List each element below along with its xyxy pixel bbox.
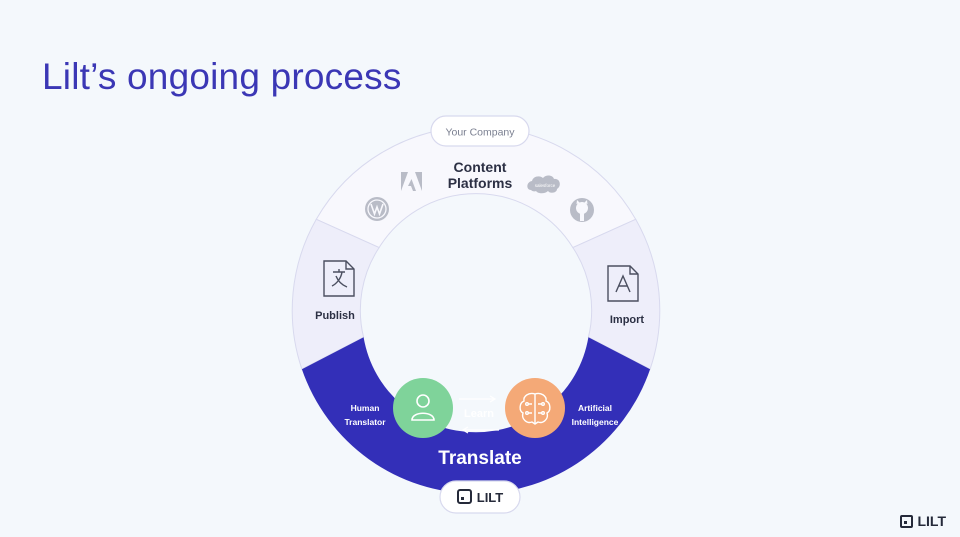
- learn-arrows: [459, 395, 499, 434]
- human-translator-node: [393, 378, 453, 438]
- ring-segment-import: [572, 218, 661, 370]
- ring-segment-content-platforms: [315, 126, 637, 249]
- ai-node: [505, 378, 565, 438]
- page-title: Lilt’s ongoing process: [42, 56, 402, 97]
- your-company-label: Your Company: [445, 127, 515, 139]
- your-company-pill: Your Company: [430, 115, 530, 147]
- artificial-intelligence-line-1: Artificial: [578, 403, 612, 413]
- import-document-icon: [607, 265, 639, 302]
- lilt-logo-icon: [900, 514, 914, 528]
- content-platforms-line-2: Platforms: [448, 175, 513, 191]
- wordpress-icon: [365, 197, 389, 221]
- import-label: Import: [610, 314, 645, 326]
- brain-circuit-icon: [519, 392, 551, 425]
- salesforce-icon: salesforce: [527, 175, 560, 194]
- human-translator-line-2: Translator: [344, 417, 386, 427]
- human-translator-line-1: Human: [351, 403, 380, 413]
- publish-label: Publish: [315, 310, 355, 322]
- adobe-icon: [401, 172, 422, 191]
- translate-document-icon: [323, 260, 355, 297]
- lilt-logo-icon: [457, 489, 472, 504]
- ring-segment-translate: [301, 337, 651, 494]
- artificial-intelligence-line-2: Intelligence: [572, 417, 619, 427]
- lilt-pill-label: LILT: [477, 490, 504, 505]
- github-icon: [570, 198, 594, 222]
- corner-lilt-logo: LILT: [900, 513, 946, 529]
- content-platforms-line-1: Content: [454, 159, 507, 175]
- salesforce-icon-text: salesforce: [535, 183, 556, 188]
- person-icon: [411, 394, 435, 421]
- lilt-pill: LILT: [439, 480, 521, 514]
- corner-logo-label: LILT: [917, 513, 946, 529]
- ring-segment-publish: [291, 218, 380, 370]
- learn-label: Learn: [464, 408, 494, 420]
- translate-label: Translate: [438, 448, 521, 469]
